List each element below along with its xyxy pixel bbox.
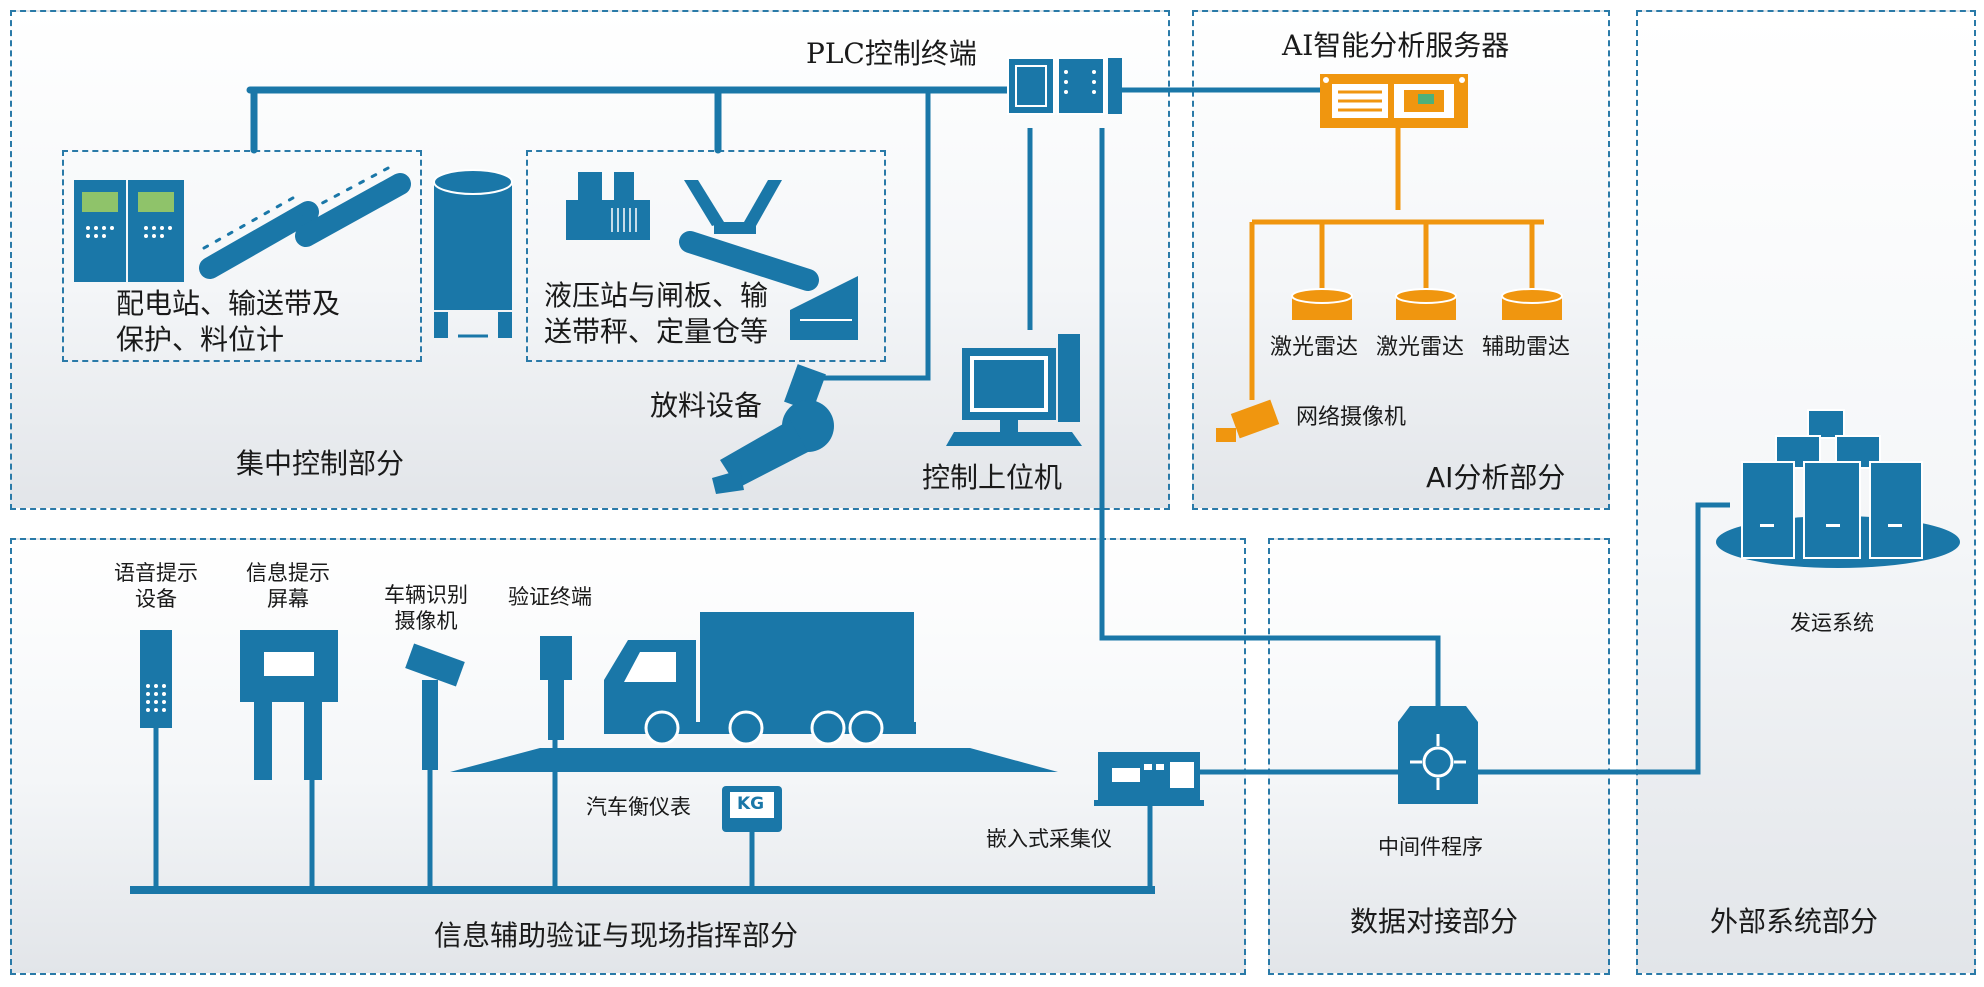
embedded-collector-icon — [1094, 752, 1204, 806]
data-docking-title: 数据对接部分 — [1350, 905, 1519, 938]
aux-radar-label: 辅助雷达 — [1482, 335, 1571, 360]
central-control-title: 集中控制部分 — [236, 447, 405, 480]
info-screen-icon — [240, 630, 338, 780]
wire-middleware-external — [1478, 502, 1730, 775]
hydraulic-station-icon — [566, 172, 650, 240]
conveyor-belt-icon — [199, 164, 411, 279]
scale-instrument-label: 汽车衡仪表 — [586, 795, 691, 819]
middleware-label: 中间件程序 — [1378, 835, 1483, 859]
hydraulic-box-label-2: 送带秤、定量仓等 — [544, 315, 769, 348]
info-screen-label: 信息提示 屏幕 — [232, 560, 344, 613]
lidar-1-icon — [1291, 288, 1353, 320]
ai-orange-tree — [1249, 128, 1544, 400]
discharge-equipment-label: 放料设备 — [650, 389, 763, 422]
scale-instrument-icon — [722, 786, 782, 832]
verification-terminal-icon — [540, 636, 572, 740]
ai-server-icon — [1320, 74, 1468, 128]
lidar-1-label: 激光雷达 — [1270, 335, 1359, 360]
wire-plc-middleware — [1099, 128, 1441, 706]
equipment-box-hydraulic — [526, 150, 886, 362]
network-camera-icon — [1216, 399, 1280, 442]
info-verification-title: 信息辅助验证与现场指挥部分 — [434, 919, 799, 952]
plc-terminal-icon — [1007, 57, 1122, 115]
dosing-bin-icon — [790, 276, 858, 340]
truck-icon — [604, 612, 916, 746]
vehicle-camera-label-1: 车辆识别 — [384, 583, 468, 607]
control-host-icon — [946, 334, 1082, 446]
weighbridge-icon — [450, 748, 1058, 772]
middleware-icon — [1398, 706, 1478, 804]
voice-prompt-device-icon — [140, 630, 172, 728]
lidar-2-icon — [1395, 288, 1457, 320]
power-box-label-1: 配电站、输送带及 — [116, 287, 341, 320]
central-bus — [246, 86, 1014, 154]
voice-device-label: 语音提示 设备 — [100, 560, 212, 613]
vehicle-camera-icon — [405, 643, 465, 770]
ai-analysis-title: AI分析部分 — [1426, 461, 1566, 494]
vehicle-camera-label-2: 摄像机 — [394, 609, 458, 634]
voice-device-label-2: 设备 — [135, 587, 177, 612]
shipping-system-label: 发运系统 — [1790, 611, 1874, 635]
network-camera-label: 网络摄像机 — [1296, 405, 1407, 430]
power-box-label-2: 保护、料位计 — [116, 323, 285, 356]
silo-icon — [433, 169, 513, 338]
voice-device-label-1: 语音提示 — [114, 561, 198, 585]
info-screen-label-2: 屏幕 — [267, 587, 309, 612]
embedded-collector-label: 嵌入式采集仪 — [986, 827, 1112, 851]
ai-server-label: AI智能分析服务器 — [1282, 29, 1510, 62]
lidar-2-label: 激光雷达 — [1376, 335, 1465, 360]
discharge-equipment-icon — [712, 364, 834, 494]
aux-radar-icon — [1501, 288, 1563, 320]
scale-kg-text: KG — [737, 794, 765, 814]
external-system-title: 外部系统部分 — [1710, 905, 1879, 938]
shipping-system-icon — [1716, 409, 1960, 568]
info-screen-label-1: 信息提示 — [246, 561, 330, 585]
equipment-box-power — [62, 150, 422, 362]
control-host-label: 控制上位机 — [922, 461, 1063, 494]
belt-scale-icon — [679, 231, 819, 291]
vehicle-camera-label: 车辆识别 摄像机 — [370, 582, 482, 635]
hopper-icon — [684, 180, 782, 234]
power-cabinet-icon — [74, 180, 184, 282]
wire-plc-discharge — [820, 90, 931, 381]
verification-terminal-label: 验证终端 — [508, 585, 592, 609]
plc-terminal-label: PLC控制终端 — [806, 37, 977, 70]
hydraulic-box-label-1: 液压站与闸板、输 — [544, 279, 769, 312]
